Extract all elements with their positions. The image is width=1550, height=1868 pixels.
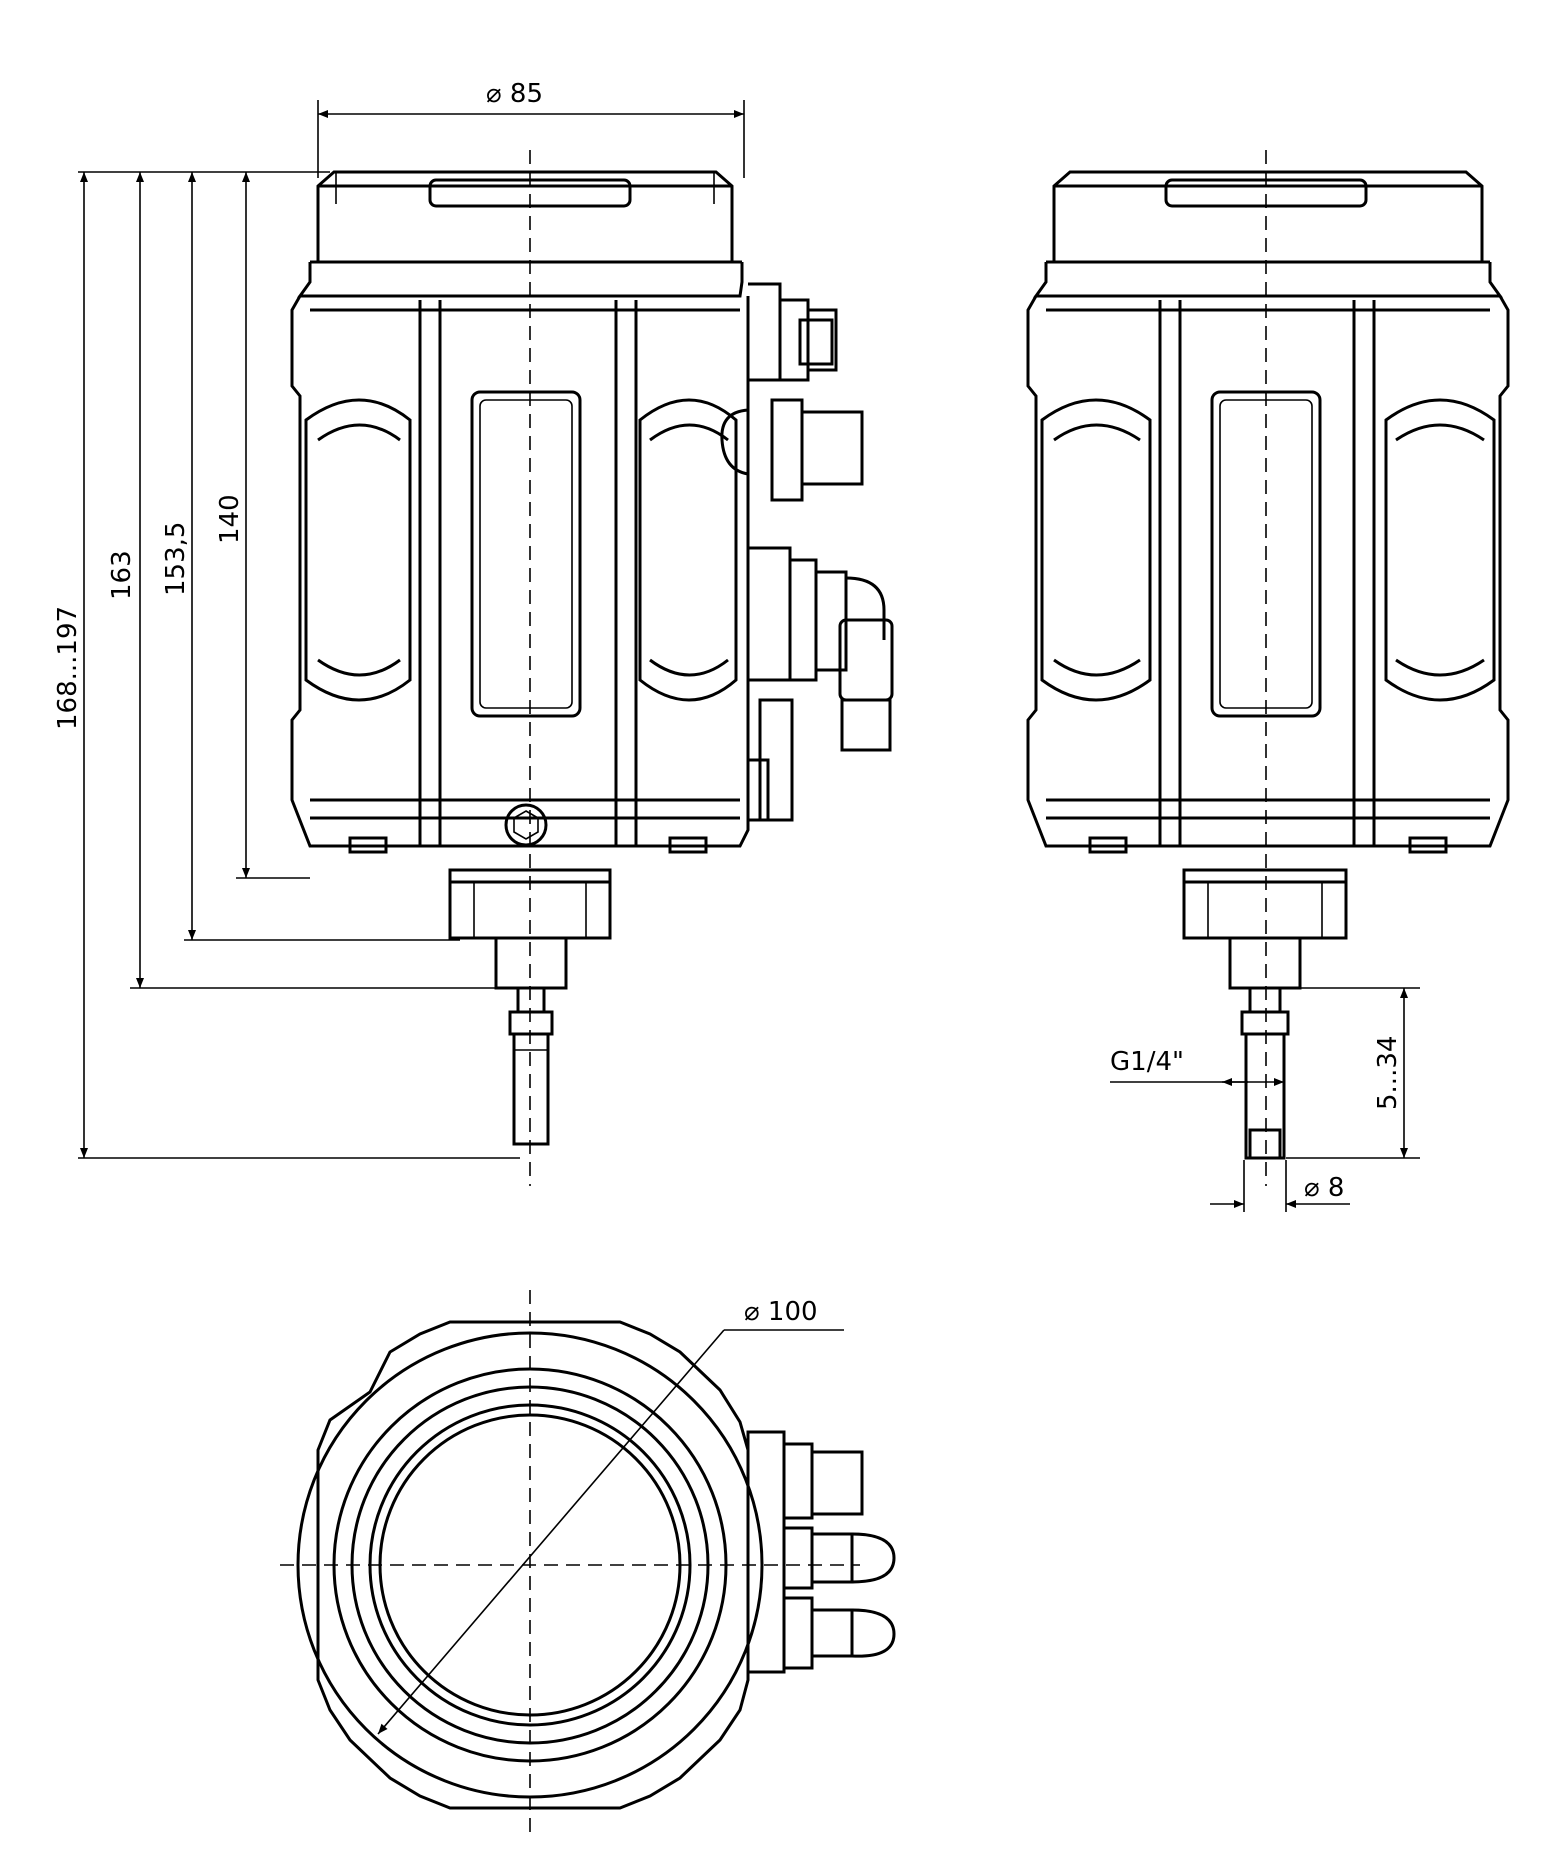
height-dimensions: 168...197 163 153,5 140 <box>53 171 520 1159</box>
dim-thread: G1/4" <box>1110 1047 1184 1077</box>
width-dimension: ⌀ 85 <box>317 79 745 178</box>
side-view <box>1026 170 1510 1160</box>
dim-stroke-range: 5...34 <box>1373 1036 1403 1110</box>
dim-height-163: 163 <box>107 550 137 600</box>
dim-probe-diameter: ⌀ 8 <box>1304 1173 1344 1203</box>
front-view <box>290 170 894 1146</box>
stroke-dimension: 5...34 <box>1286 987 1420 1159</box>
bottom-diameter-dimension: ⌀ 100 <box>377 1297 844 1735</box>
dim-overall-height: 168...197 <box>53 606 83 730</box>
dim-top-width: ⌀ 85 <box>486 79 543 109</box>
dim-height-140: 140 <box>215 494 245 544</box>
thread-dimension: G1/4" <box>1110 1047 1284 1086</box>
dim-height-153-5: 153,5 <box>161 522 191 596</box>
probe-diameter-dimension: ⌀ 8 <box>1210 1160 1350 1212</box>
dim-bottom-diameter: ⌀ 100 <box>744 1297 818 1327</box>
